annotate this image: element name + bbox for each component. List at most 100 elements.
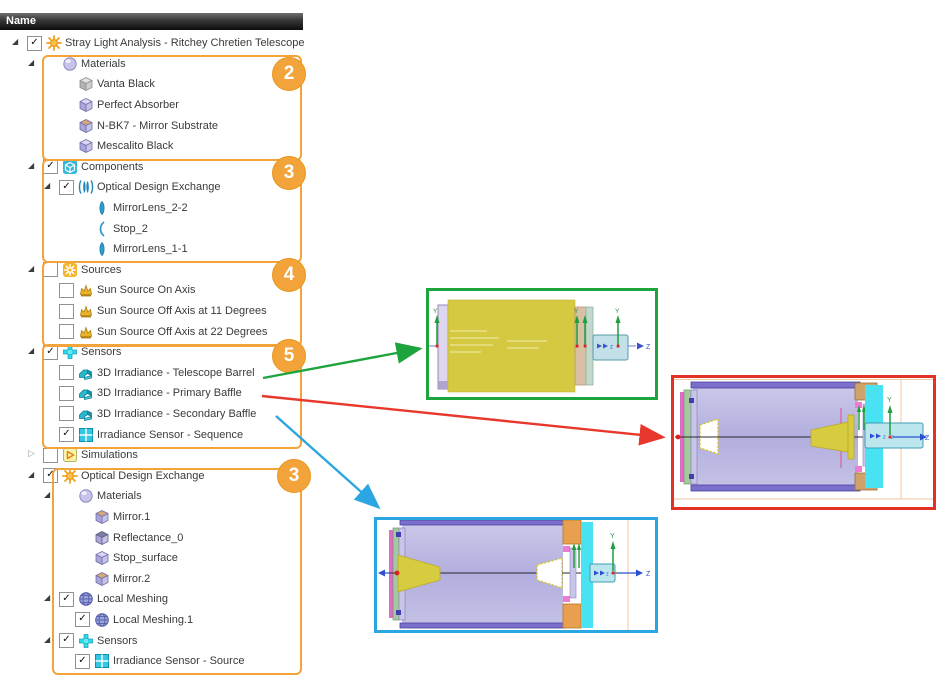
cube-blue-icon (94, 550, 110, 566)
svg-text:Y: Y (615, 308, 620, 315)
svg-text:Y: Y (574, 308, 579, 315)
components-icon (62, 159, 78, 175)
irr3d-icon (78, 365, 94, 381)
primary-baffle-render: z z Y Z (674, 379, 933, 500)
tree-row[interactable]: Vanta Black (0, 74, 340, 95)
sensor-tube (592, 334, 629, 361)
collapse-triangle-icon[interactable]: ▷ (28, 449, 35, 460)
svg-text:Z: Z (925, 435, 930, 442)
tree-row[interactable]: 3D Irradiance - Secondary Baffle (0, 404, 340, 425)
expand-triangle-icon[interactable]: ◢ (28, 160, 35, 170)
tree-row[interactable]: MirrorLens_1-1 (0, 239, 340, 260)
sun-crown-icon (78, 303, 94, 319)
checkbox[interactable] (59, 324, 74, 340)
tree-row[interactable]: N-BK7 - Mirror Substrate (0, 115, 340, 136)
tree-item-label: Mirror.2 (113, 572, 151, 585)
tree-row[interactable]: ◢ ✓ Sensors (0, 630, 340, 651)
callout-number-5: 5 (272, 339, 306, 373)
checkbox[interactable]: ✓ (59, 179, 74, 195)
tree-row[interactable]: MirrorLens_2-2 (0, 198, 340, 219)
ode-lens-icon (78, 179, 94, 195)
y-axis-arrows (434, 315, 621, 346)
cube-tan-icon (94, 571, 110, 587)
tree-row[interactable]: ◢ Materials (0, 54, 340, 75)
primary-baffle-highlight (810, 414, 855, 460)
lens-icon (94, 200, 110, 216)
tree-row[interactable]: ▷Simulations (0, 445, 340, 466)
cube-blue-icon (78, 138, 94, 154)
tree-item-label: Irradiance Sensor - Source (113, 655, 245, 668)
tree-row[interactable]: ✓ Local Meshing.1 (0, 610, 340, 631)
checkbox[interactable]: ✓ (59, 591, 74, 607)
checkbox[interactable]: ✓ (75, 612, 90, 628)
sensors-plus-icon (62, 344, 78, 360)
irr3d-icon (78, 406, 94, 422)
materials-sphere-icon (78, 488, 94, 504)
tree-row[interactable]: ◢Materials (0, 486, 340, 507)
tree-row[interactable]: Perfect Absorber (0, 95, 340, 116)
checkbox[interactable]: ✓ (59, 427, 74, 443)
expand-triangle-icon[interactable]: ◢ (44, 490, 51, 500)
checkbox[interactable] (59, 385, 74, 401)
checkbox[interactable] (59, 303, 74, 319)
sources-sun-icon (62, 262, 78, 278)
tree-item-label: Sun Source Off Axis at 22 Degrees (97, 325, 268, 338)
checkbox[interactable]: ✓ (75, 653, 90, 669)
tree-item-label: 3D Irradiance - Telescope Barrel (97, 366, 255, 379)
tree-item-label: Sources (81, 263, 122, 276)
svg-text:Y: Y (610, 533, 615, 540)
expand-triangle-icon[interactable]: ◢ (44, 634, 51, 644)
tree-row[interactable]: ◢✓Components (0, 157, 340, 178)
tree-row[interactable]: Reflectance_0 (0, 527, 340, 548)
expand-triangle-icon[interactable]: ◢ (28, 263, 35, 273)
tree-row[interactable]: ◢✓Optical Design Exchange (0, 177, 340, 198)
tree-row[interactable]: 3D Irradiance - Telescope Barrel (0, 363, 340, 384)
svg-text:z: z (606, 572, 609, 578)
tree-item-label: Materials (81, 57, 126, 70)
sensor-mount-highlight (581, 522, 593, 628)
expand-triangle-icon[interactable]: ◢ (12, 37, 19, 47)
svg-text:z: z (883, 435, 886, 441)
tree-row[interactable]: ◢✓Sensors (0, 342, 340, 363)
irr3d-icon (78, 385, 94, 401)
tree-row[interactable]: Sun Source On Axis (0, 280, 340, 301)
checkbox[interactable] (59, 282, 74, 298)
tree-item-label: Sensors (97, 634, 138, 647)
tree-row[interactable]: Sun Source Off Axis at 22 Degrees (0, 321, 340, 342)
tree-row[interactable]: 3D Irradiance - Primary Baffle (0, 383, 340, 404)
tree-item-label: N-BK7 - Mirror Substrate (97, 119, 219, 132)
checkbox[interactable] (59, 406, 74, 422)
simulations-icon (62, 447, 78, 463)
checkbox[interactable]: ✓ (27, 35, 42, 51)
tree-row[interactable]: ◢✓Stray Light Analysis - Ritchey Chretie… (0, 33, 340, 54)
expand-triangle-icon[interactable]: ◢ (44, 181, 51, 191)
callout-number-2: 2 (272, 57, 306, 91)
tree-item-label: MirrorLens_1-1 (113, 243, 188, 256)
tree-row[interactable]: Stop_surface (0, 548, 340, 569)
tree-item-label: Sun Source Off Axis at 11 Degrees (97, 305, 267, 318)
expand-triangle-icon[interactable]: ◢ (28, 57, 35, 67)
checkbox[interactable]: ✓ (59, 633, 74, 649)
tree-row[interactable]: ✓Irradiance Sensor - Sequence (0, 424, 340, 445)
tree-row[interactable]: ✓ Irradiance Sensor - Source (0, 651, 340, 672)
cube-dark-icon (94, 530, 110, 546)
expand-triangle-icon[interactable]: ◢ (28, 346, 35, 356)
tree-item-label: Local Meshing.1 (113, 613, 194, 626)
tree-row[interactable]: Mirror.1 (0, 507, 340, 528)
tree-row[interactable]: Mirror.2 (0, 568, 340, 589)
checkbox[interactable] (43, 447, 58, 463)
tree-item-label: Perfect Absorber (97, 99, 179, 112)
tree-column-header[interactable]: Name (0, 13, 303, 30)
tree-row[interactable]: Mescalito Black (0, 136, 340, 157)
expand-triangle-icon[interactable]: ◢ (44, 593, 51, 603)
tree-row[interactable]: Stop_2 (0, 218, 340, 239)
svg-text:Z: Z (646, 344, 651, 351)
expand-triangle-icon[interactable]: ◢ (28, 469, 35, 479)
lens-icon (94, 241, 110, 257)
irr-grid-icon (78, 427, 94, 443)
tree-row[interactable]: Sun Source Off Axis at 11 Degrees (0, 301, 340, 322)
structure-tree: ◢✓Stray Light Analysis - Ritchey Chretie… (0, 33, 340, 671)
checkbox[interactable] (59, 365, 74, 381)
tree-row[interactable]: ◢✓Local Meshing (0, 589, 340, 610)
